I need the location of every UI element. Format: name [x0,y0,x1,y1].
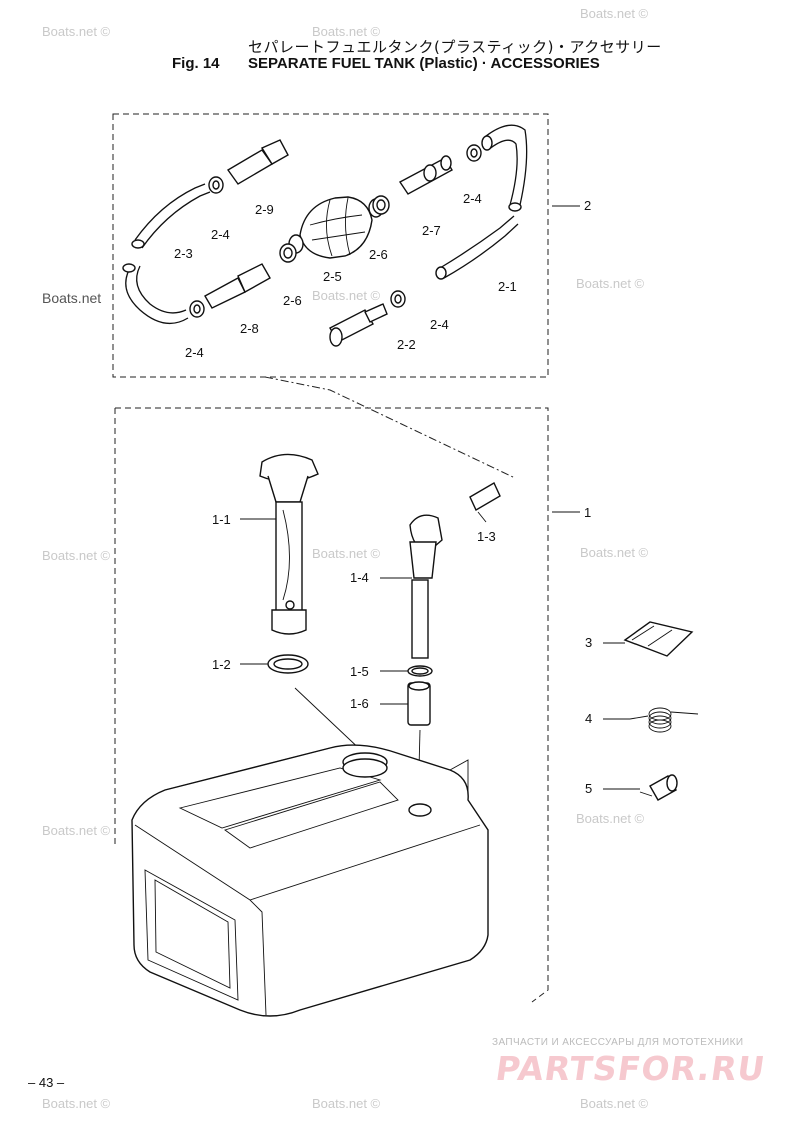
callout-2-4: 2-4 [430,317,449,332]
watermark: Boats.net © [576,276,645,291]
callout-2-5: 2-5 [323,269,342,284]
watermark: Boats.net © [42,823,111,838]
callout-1-5: 1-5 [350,664,369,679]
group-box-2 [112,113,549,378]
watermark: Boats.net © [580,545,649,560]
clip-icon [189,144,482,318]
callout-2-7: 2-7 [422,223,441,238]
watermark: Boats.net © [312,288,381,303]
callout-2-1: 2-1 [498,279,517,294]
callout-2-4: 2-4 [463,191,482,206]
connector-icon [204,139,453,347]
fuel-hose-icon [122,124,528,325]
callout-2-9: 2-9 [255,202,274,217]
callout-4: 4 [585,711,593,726]
callout-2-4: 2-4 [211,227,230,242]
callout-1: 1 [584,505,592,520]
callout-1-2: 1-2 [212,657,231,672]
watermark: Boats.net © [580,1096,649,1111]
callout-1-3: 1-3 [477,529,496,544]
callout-1-1: 1-1 [212,512,231,527]
callout-1-6: 1-6 [350,696,369,711]
fuel-gauge-icon [259,453,319,635]
group-box-1 [115,407,549,1003]
brand-tagline: ЗАПЧАСТИ И АКСЕССУАРЫ ДЛЯ МОТОТЕХНИКИ [492,1037,744,1048]
watermark: Boats.net © [312,546,381,561]
figure-number: Fig. 14 [172,55,220,72]
callout-3: 3 [585,635,593,650]
filter-icon [407,681,431,726]
brand-logo: PARTSFOR.RU [493,1049,769,1088]
connection-line [264,376,516,479]
wire-coil-icon [629,707,699,733]
pickup-pipe-icon [409,482,501,659]
fitting-icon [639,774,678,801]
watermark: Boats.net © [42,24,111,39]
callout-2-3: 2-3 [174,246,193,261]
watermark: Boats.net © [42,548,111,563]
callout-2-6: 2-6 [283,293,302,308]
callout-1-4: 1-4 [350,570,369,585]
callout-5: 5 [585,781,593,796]
callout-2-4: 2-4 [185,345,204,360]
watermark: Boats.net © [576,811,645,826]
callout-2-8: 2-8 [240,321,259,336]
callout-2-6: 2-6 [369,247,388,262]
page-number: – 43 – [28,1075,65,1090]
title-english: SEPARATE FUEL TANK (Plastic) · ACCESSORI… [248,55,600,72]
watermark: Boats.net © [312,24,381,39]
callout-2: 2 [584,198,592,213]
watermark: Boats.net © [312,1096,381,1111]
watermark: Boats.net © [42,1096,111,1111]
repair-kit-icon [623,621,694,657]
watermark: Boats.net © [580,6,649,21]
watermark: Boats.net [42,290,102,306]
fuel-tank-icon [131,744,489,1017]
title-japanese: セパレートフュエルタンク(プラスティック)・アクセサリー [248,38,662,56]
callout-2-2: 2-2 [397,337,416,352]
